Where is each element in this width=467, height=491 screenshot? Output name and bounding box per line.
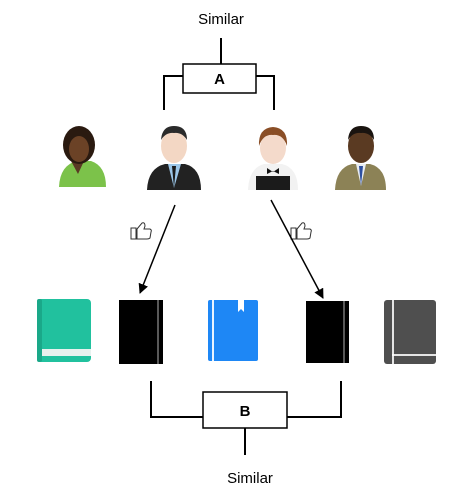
thumbs-up-icon — [130, 222, 152, 240]
box-b — [202, 391, 288, 429]
bottom-similar-caption: Similar — [227, 470, 273, 487]
man-dark-suit-avatar-icon — [147, 126, 201, 190]
top-similar-caption: Similar — [198, 11, 244, 28]
man-olive-suit-avatar-icon — [335, 126, 386, 190]
blue-book-icon — [208, 300, 258, 361]
box-a-label: A — [214, 71, 225, 88]
gray-book-icon — [384, 300, 436, 364]
arrow-man-to-book — [138, 204, 176, 294]
bottom-bracket-right — [287, 381, 342, 418]
waiter-woman-avatar-icon — [248, 127, 298, 190]
arrow-waiter-to-book — [270, 199, 324, 299]
top-similarity-group: Similar A — [163, 11, 275, 110]
box-b-label: B — [240, 403, 251, 420]
bottom-bracket-left — [150, 381, 203, 418]
top-bracket-left — [163, 75, 183, 110]
thumbs-up-icon — [290, 222, 312, 240]
box-a — [182, 63, 257, 94]
black-book-icon — [119, 300, 163, 364]
top-bracket-right — [256, 75, 275, 110]
woman-green-jacket-avatar-icon — [59, 126, 106, 187]
teal-book-icon — [37, 299, 91, 362]
bottom-similarity-group: B Similar — [150, 381, 342, 487]
black-book-icon — [306, 301, 349, 363]
